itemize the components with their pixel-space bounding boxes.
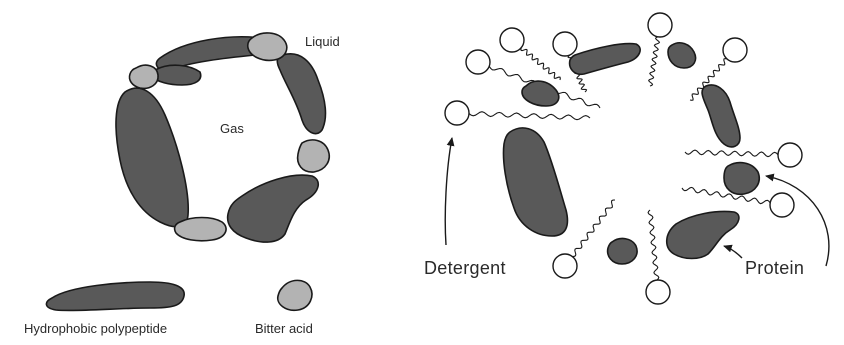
detergent-tail [469,112,590,120]
polypeptide-right-upper [277,54,325,134]
proteins [503,43,759,264]
protein-top-center [570,44,641,75]
detergent-head [646,280,670,304]
bitter-acid-right-middle [298,140,330,172]
foam-bubble [116,33,329,242]
detergent-tail [521,48,560,80]
detergent-head [500,28,524,52]
protein-arrow-upper [766,176,829,266]
detergent-head [770,193,794,217]
polypeptide-bottom-right [228,175,319,242]
protein-label: Protein [745,259,804,277]
detergent-head [466,50,490,74]
legend-bitter-acid-shape [278,280,312,310]
detergent-tail [649,37,660,86]
protein-right-elongated [702,85,740,147]
detergent-molecule [646,210,670,304]
hydrophobic-polypeptide-label: Hydrophobic polypeptide [24,322,167,335]
bitter-acid-top-right [248,33,287,60]
detergent-head [723,38,747,62]
protein-left-large [503,128,567,236]
protein-upper-left [522,81,559,106]
detergent-tail [648,210,659,280]
detergent-head [553,254,577,278]
detergent-arrow [445,138,452,245]
protein-bottom-left-small [608,239,637,264]
detergent-head [553,32,577,56]
detergent-molecule [500,28,560,80]
protein-right-small [724,163,759,195]
bitter-acid-bottom [175,218,226,241]
detergent-label: Detergent [424,259,506,277]
protein-bottom-right [667,212,739,259]
legend-polypeptide-shape [46,282,184,311]
gas-label: Gas [220,122,244,135]
bitter-acid-left-top [129,65,158,88]
detergent-head [445,101,469,125]
detergent-head [778,143,802,167]
detergent-head [648,13,672,37]
bitter-acid-label: Bitter acid [255,322,313,335]
protein-arrow-lower [724,246,742,258]
detergent-tail [682,187,770,203]
detergent-tail [685,150,778,157]
detergent-molecule [445,101,590,125]
protein-top-right [668,43,696,68]
polypeptide-left-small [152,65,201,85]
polypeptide-left-large [116,88,188,227]
liquid-label: Liquid [305,35,340,48]
